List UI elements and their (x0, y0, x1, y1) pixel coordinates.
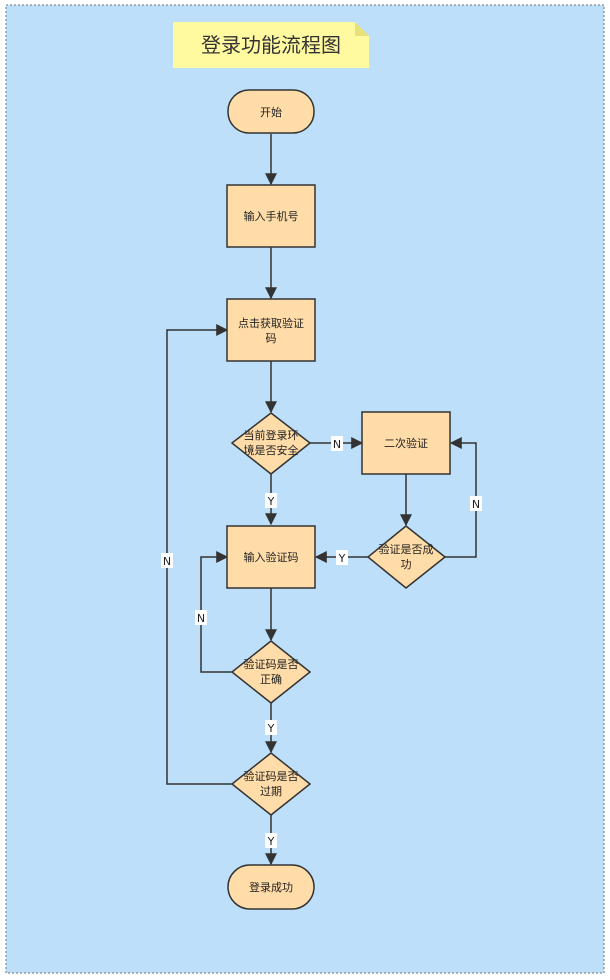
title-note: 登录功能流程图 (173, 22, 369, 68)
node-get-code-label-line1: 点击获取验证 (238, 316, 304, 330)
edge-label-correct-no-text: N (197, 612, 205, 625)
title-note-fold (355, 22, 369, 36)
node-input-phone-label: 输入手机号 (244, 209, 299, 223)
edge-label-env-yes-text: Y (267, 495, 275, 508)
node-input-code: 输入验证码 (226, 525, 316, 589)
edge-label-correct-no: N (195, 610, 207, 625)
decision-shape (230, 412, 312, 475)
edge-label-verify-yes-text: Y (338, 552, 346, 565)
edge-label-verify-no-text: N (472, 498, 480, 511)
node-verify-success: 验证是否成 功 (366, 525, 447, 589)
node-get-code: 点击获取验证 码 (226, 298, 316, 362)
edge-label-env-no: N (331, 436, 343, 451)
edge-label-verify-no: N (470, 496, 482, 511)
process-shape (226, 525, 316, 589)
edge-label-verify-yes: Y (336, 550, 348, 565)
node-code-expired-label-line1: 验证码是否 (244, 769, 299, 783)
page-title: 登录功能流程图 (201, 33, 341, 57)
node-get-code-label-line2: 码 (266, 332, 277, 345)
node-code-expired: 验证码是否 过期 (230, 752, 312, 816)
decision-shape (230, 752, 312, 816)
node-input-phone: 输入手机号 (226, 184, 316, 248)
node-code-correct: 验证码是否 正确 (230, 640, 312, 704)
node-verify-success-label-line2: 功 (401, 558, 412, 571)
decision-shape (366, 525, 447, 589)
node-start: 开始 (227, 89, 315, 134)
node-code-expired-label-line2: 过期 (260, 785, 282, 798)
decision-shape (230, 640, 312, 704)
node-code-correct-label-line2: 正确 (260, 673, 282, 686)
edge-label-env-yes: Y (265, 493, 277, 508)
edge-label-expired-yes: Y (265, 833, 277, 848)
title-note-shape (173, 22, 369, 68)
node-env-safe-label-line2: 境是否安全 (244, 443, 299, 457)
node-verify-success-label-line1: 验证是否成 (379, 542, 434, 556)
edge-label-correct-yes: Y (265, 720, 277, 735)
edge-label-env-no-text: N (333, 438, 341, 451)
node-env-safe: 当前登录环 境是否安全 (230, 412, 312, 475)
edge-label-expired-no: N (161, 553, 173, 568)
node-login-success-label: 登录成功 (249, 880, 293, 894)
node-second-verify: 二次验证 (361, 411, 451, 475)
process-shape (226, 298, 316, 362)
terminator-shape (227, 89, 315, 134)
process-shape (226, 184, 316, 248)
process-shape (361, 411, 451, 475)
node-env-safe-label-line1: 当前登录环 (244, 428, 299, 442)
edge-label-correct-yes-text: Y (267, 722, 275, 735)
node-login-success: 登录成功 (227, 864, 315, 910)
edge-label-expired-yes-text: Y (267, 835, 275, 848)
node-input-code-label: 输入验证码 (244, 550, 299, 564)
node-second-verify-label: 二次验证 (384, 436, 428, 450)
canvas-background (5, 4, 605, 974)
edge-label-expired-no-text: N (163, 555, 171, 568)
node-start-label: 开始 (260, 105, 282, 119)
edge-labels: N Y Y N N Y N (161, 436, 482, 848)
terminator-shape (227, 864, 315, 910)
node-code-correct-label-line1: 验证码是否 (244, 657, 299, 671)
